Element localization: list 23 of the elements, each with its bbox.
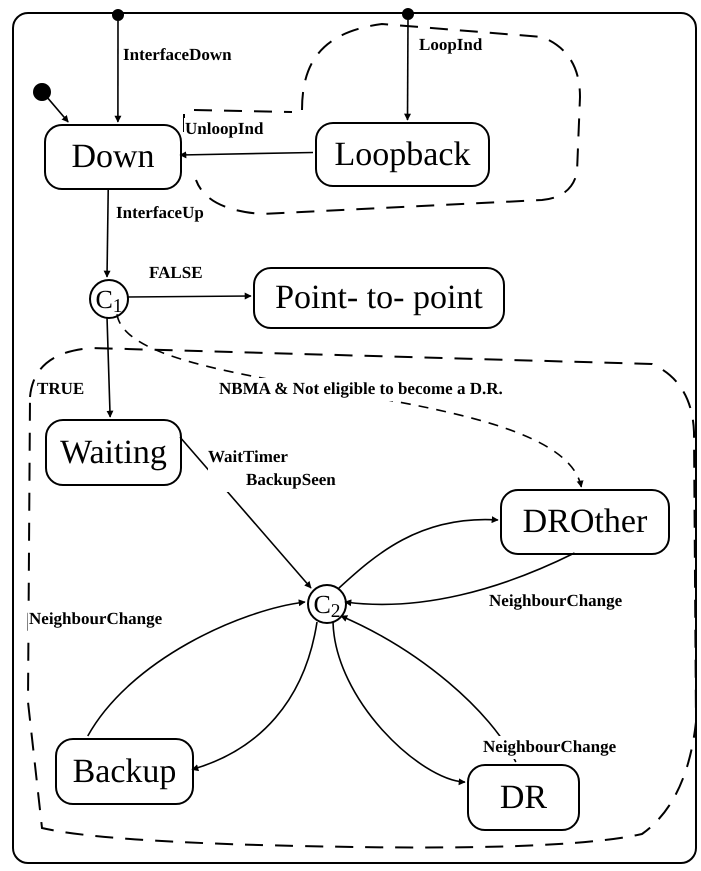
arrow <box>46 96 69 123</box>
edge-label: NeighbourChange <box>482 736 618 759</box>
edge-label: NBMA & Not eligible to become a D.R. <box>218 378 504 401</box>
arrow <box>87 600 306 736</box>
state-box: Waiting <box>45 419 182 486</box>
state-box: Loopback <box>315 122 490 187</box>
arrow <box>127 292 252 300</box>
edge-label: UnloopInd <box>184 118 264 141</box>
state-box: DROther <box>500 489 670 555</box>
arrow <box>104 188 111 278</box>
arrow <box>332 622 466 784</box>
state-box: Backup <box>55 738 194 805</box>
arrow <box>404 20 412 121</box>
arrow <box>340 615 517 762</box>
state-box: Down <box>44 124 182 190</box>
state-box: DR <box>467 764 580 831</box>
arrow <box>338 516 499 589</box>
arrow <box>179 151 314 158</box>
arrow <box>344 552 575 606</box>
state-box: Point- to- point <box>253 267 505 329</box>
arrow <box>191 622 318 771</box>
arrow <box>114 21 122 123</box>
arrow <box>106 316 114 418</box>
